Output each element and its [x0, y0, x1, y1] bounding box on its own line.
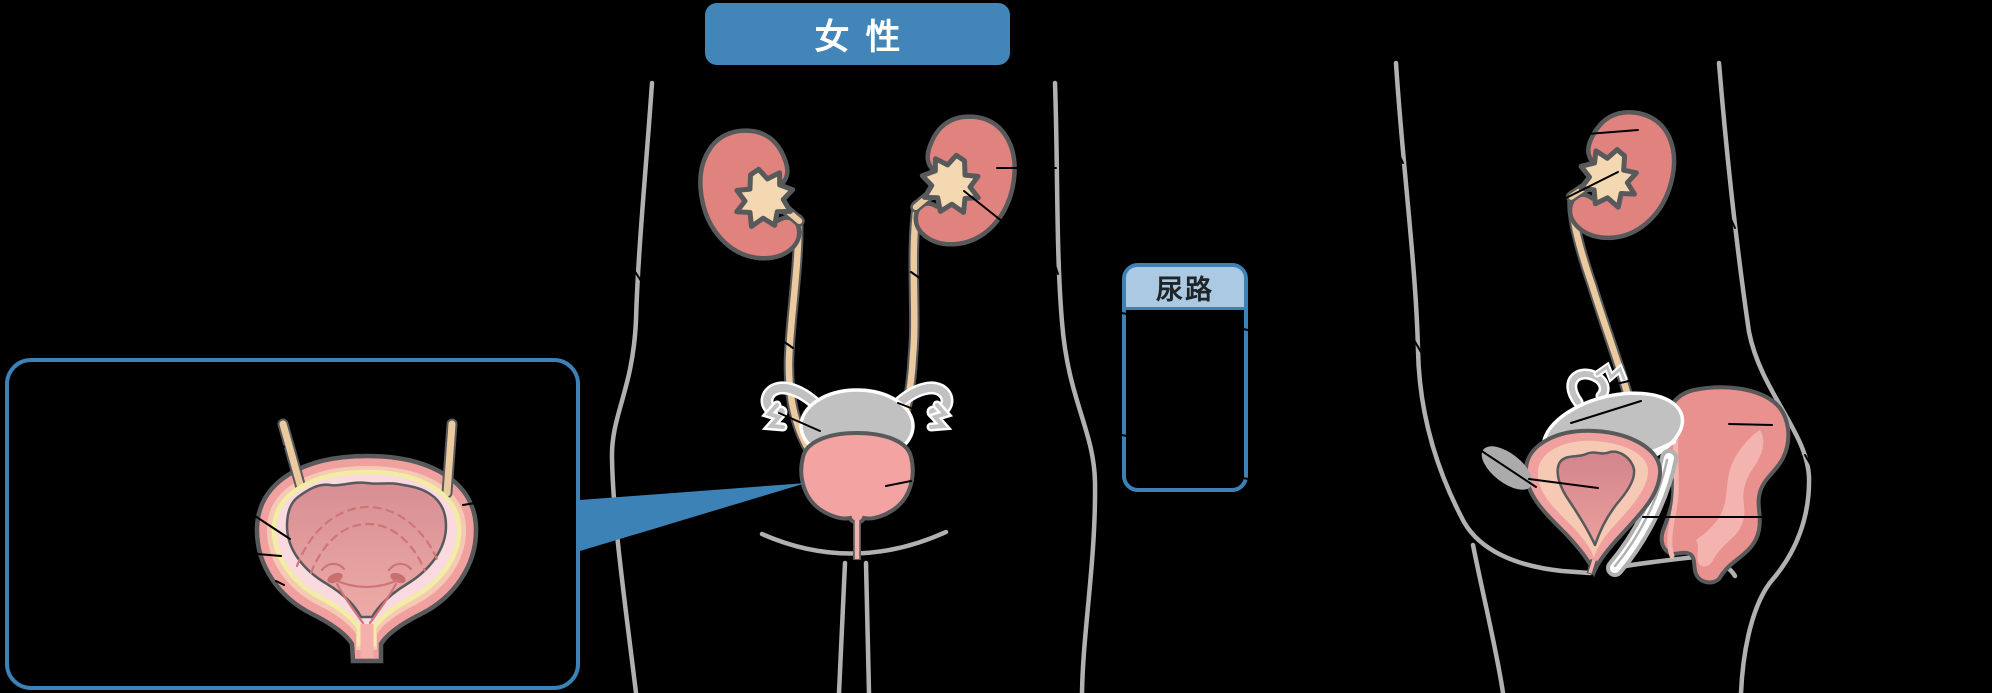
female-title-badge: 女性	[705, 3, 1010, 65]
uterus-side	[1541, 361, 1685, 577]
bladder-side	[1523, 428, 1663, 578]
side-callout-lines	[1396, 129, 1813, 518]
side-figure	[1393, 60, 1813, 693]
uterus-body-side	[1541, 391, 1685, 475]
side-body-outline	[1393, 60, 1812, 693]
vagina-side	[1606, 449, 1678, 577]
kidney-left-front	[691, 123, 804, 267]
ureter-right-front	[887, 199, 923, 458]
urinary-tract-legend-label: 尿路	[1156, 274, 1214, 306]
ureter-left-front-fill	[785, 215, 814, 456]
front-body-outline	[609, 80, 1098, 693]
ureter-side	[1567, 189, 1636, 409]
uterus-body-front	[799, 388, 915, 464]
front-figure	[609, 80, 1098, 693]
fimbriae-side	[1593, 361, 1628, 383]
pubic-bone	[1481, 446, 1533, 490]
fimbriae-right	[926, 400, 954, 432]
kidney-right-front	[910, 109, 1023, 253]
fimbriae-left	[760, 400, 788, 432]
connector-triangle	[580, 483, 806, 551]
uterus-front	[760, 381, 954, 464]
front-callout-lines	[633, 167, 1059, 487]
ureter-right-front-fill	[889, 201, 921, 456]
urethra-side	[1586, 559, 1598, 575]
bladder-front	[799, 430, 915, 525]
ureter-left-front	[783, 213, 816, 458]
female-title-label: 女性	[814, 17, 917, 58]
kidney-side	[1563, 102, 1687, 253]
urinary-tract-legend-header: 尿路	[1126, 267, 1244, 310]
bladder-inset-panel	[5, 358, 580, 690]
rectum-side	[1659, 385, 1791, 585]
urinary-tract-legend-box: 尿路	[1122, 263, 1248, 492]
ureter-side-fill	[1569, 191, 1634, 407]
